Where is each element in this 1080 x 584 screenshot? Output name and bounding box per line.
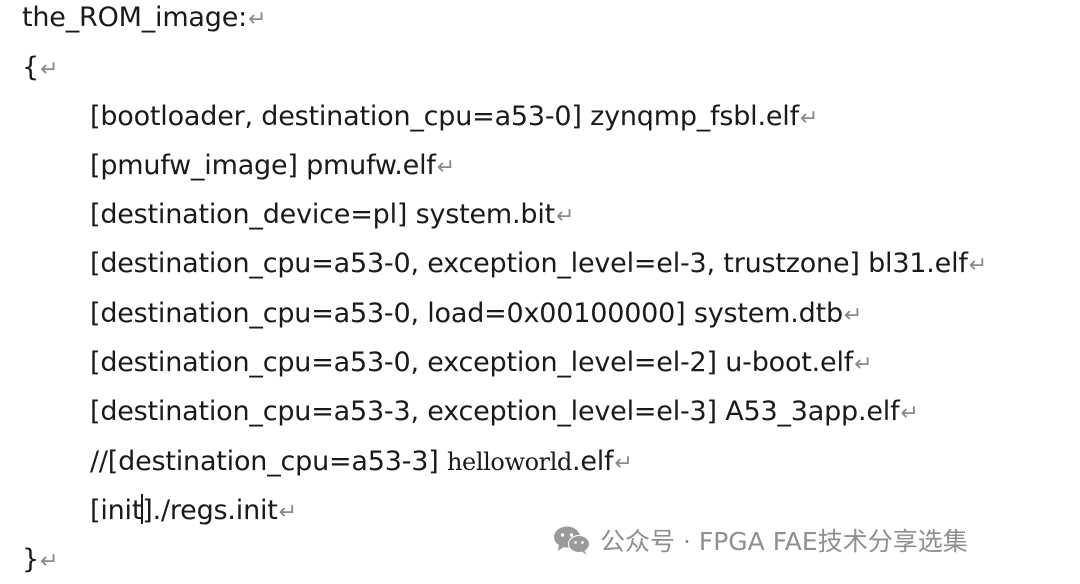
line-text: [bootloader, destination_cpu=a53-0] zynq… xyxy=(90,101,799,132)
doc-line: the_ROM_image:↵ xyxy=(22,0,266,38)
doc-line: [bootloader, destination_cpu=a53-0] zynq… xyxy=(90,99,818,137)
line-text: //[destination_cpu=a53-3] xyxy=(90,446,439,477)
line-text: the_ROM_image: xyxy=(22,2,248,33)
doc-line: [destination_cpu=a53-0, load=0x00100000]… xyxy=(90,296,862,334)
line-text: .elf xyxy=(571,446,614,477)
paragraph-mark-icon: ↵ xyxy=(854,352,873,377)
doc-line: [destination_cpu=a53-0, exception_level=… xyxy=(90,246,987,284)
doc-line: [destination_cpu=a53-0, exception_level=… xyxy=(90,345,873,383)
line-text: [init xyxy=(90,495,143,526)
line-text: [destination_cpu=a53-0, load=0x00100000]… xyxy=(90,298,843,329)
wechat-icon xyxy=(554,526,590,555)
line-text: } xyxy=(22,544,39,575)
line-text: ]./regs.init xyxy=(142,495,278,526)
line-text-mono: helloworld xyxy=(446,448,572,476)
paragraph-mark-icon: ↵ xyxy=(39,57,59,82)
paragraph-mark-icon: ↵ xyxy=(843,303,863,328)
paragraph-mark-icon: ↵ xyxy=(436,155,455,180)
text-cursor xyxy=(141,494,144,524)
doc-line: {↵ xyxy=(22,50,58,88)
line-text: [destination_cpu=a53-0, exception_level=… xyxy=(90,248,968,279)
line-text: { xyxy=(22,52,39,83)
paragraph-mark-icon: ↵ xyxy=(614,451,633,476)
line-text: [destination_device=pl] system.bit xyxy=(90,199,556,230)
watermark-text: 公众号 · FPGA FAE技术分享选集 xyxy=(600,527,968,556)
line-text: [destination_cpu=a53-3, exception_level=… xyxy=(90,396,900,427)
doc-line: }↵ xyxy=(22,542,58,580)
doc-line: [destination_device=pl] system.bit↵ xyxy=(90,197,574,235)
paragraph-mark-icon: ↵ xyxy=(900,401,919,426)
watermark: 公众号 · FPGA FAE技术分享选集 xyxy=(552,522,968,558)
line-text: [pmufw_image] pmufw.elf xyxy=(90,150,436,181)
line-text: [destination_cpu=a53-0, exception_level=… xyxy=(90,347,854,378)
paragraph-mark-icon: ↵ xyxy=(799,106,819,131)
doc-line: [pmufw_image] pmufw.elf↵ xyxy=(90,148,455,186)
paragraph-mark-icon: ↵ xyxy=(248,7,267,32)
doc-line: [destination_cpu=a53-3, exception_level=… xyxy=(90,394,919,432)
doc-line: //[destination_cpu=a53-3] helloworld.elf… xyxy=(90,444,633,482)
paragraph-mark-icon: ↵ xyxy=(968,253,987,278)
paragraph-mark-icon: ↵ xyxy=(556,204,575,229)
paragraph-mark-icon: ↵ xyxy=(39,549,59,574)
doc-line: [init]./regs.init↵ xyxy=(90,493,297,531)
paragraph-mark-icon: ↵ xyxy=(278,500,297,525)
